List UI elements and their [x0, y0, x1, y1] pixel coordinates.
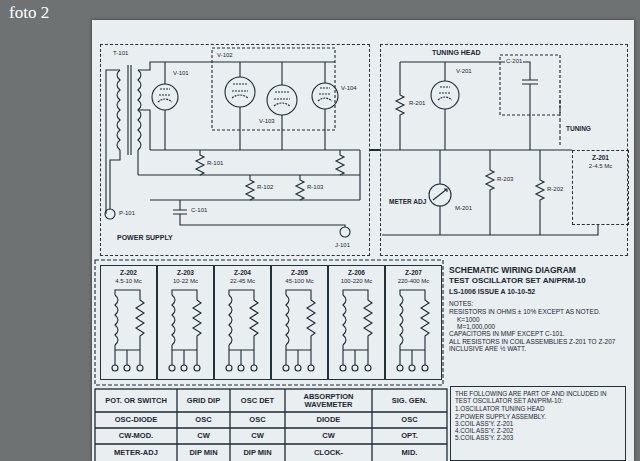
table-cell: DIODE: [286, 413, 371, 427]
component-ref: V-201: [455, 68, 473, 75]
coil-circuit: [283, 290, 315, 371]
tuning-head-circuit: [382, 55, 598, 235]
coil-circuit: [340, 290, 372, 371]
table-cell: OSC-DIODE: [96, 413, 176, 427]
coil-circuit: [112, 290, 144, 371]
table-cell: OPT.: [373, 429, 446, 443]
component-ref: R-101: [206, 160, 224, 167]
box-heading: Z-202: [101, 269, 156, 276]
component-ref: C-101: [190, 207, 208, 214]
coil-assembly-box: Z-207 220-400 Mc: [385, 265, 442, 380]
component-ref: C-201: [505, 58, 523, 65]
component-ref: R-103: [306, 184, 324, 191]
circuit-section-box: POWER SUPPLY: [100, 44, 370, 256]
box-heading: Z-205: [272, 269, 327, 276]
coil-assemblies: [95, 260, 443, 385]
box-heading: POWER SUPPLY: [116, 234, 174, 242]
control-label: TUNING: [565, 125, 592, 132]
table-header: ABSORPTION WAVEMETER: [286, 390, 371, 411]
component-ref: R-203: [496, 176, 514, 183]
table-cell: CW: [286, 429, 371, 443]
box-subtext: 45-100 Mc: [272, 278, 327, 285]
coil-assembly-box: Z-202 4.5-10 Mc: [100, 265, 157, 380]
coil-assembly-box: Z-203 10-22 Mc: [157, 265, 214, 380]
coil-assembly-box: Z-205 45-100 Mc: [271, 265, 328, 380]
table-cell: OSC: [373, 413, 446, 427]
table-cell: DIP MIN: [231, 445, 284, 460]
power-supply-circuit: [105, 48, 360, 237]
cable-connector: [370, 149, 380, 151]
table-cell: CW: [178, 429, 229, 443]
coil-circuit: [397, 290, 429, 371]
table-header: GRID DIP: [178, 390, 229, 411]
parts-list-item: 1.OSCILLATOR TUNING HEAD: [455, 405, 621, 412]
table-cell: OSC: [231, 413, 284, 427]
table-cell: CLOCK-: [286, 445, 371, 460]
coil-circuit: [226, 290, 258, 371]
note-text: RESISTORS IN OHMS ± 10% EXCEPT AS NOTED.: [448, 308, 628, 315]
parts-list-item: 3.COIL ASS'Y. Z-201: [455, 420, 621, 427]
parts-list-item: 5.COIL ASS'Y. Z-203: [455, 434, 621, 441]
note-text: TEST OSCILLATOR SET AN/PRM-10: [448, 277, 587, 286]
box-subtext: 2-4.5 Mc: [573, 163, 628, 170]
component-ref: V-102: [216, 52, 234, 59]
box-heading: Z-206: [329, 269, 384, 276]
component-ref: R-202: [546, 186, 564, 193]
box-heading: Z-204: [215, 269, 270, 276]
parts-list-item: 2.POWER SUPPLY ASSEMBLY.: [455, 413, 621, 420]
component-ref: V-101: [172, 70, 190, 77]
component-ref: M-201: [454, 205, 473, 212]
box-heading: Z-207: [386, 269, 441, 276]
table-header: OSC DET: [231, 390, 284, 411]
photo-caption: foto 2: [8, 4, 50, 23]
box-heading: TUNING HEAD: [431, 49, 482, 57]
note-text: LS-1006 ISSUE A 10-10-52: [448, 288, 536, 296]
table-cell: DIP MIN: [178, 445, 229, 460]
box-subtext: 100-220 Mc: [329, 278, 384, 285]
diagram-title: SCHEMATIC WIRING DIAGRAM: [448, 266, 577, 275]
table-cell: OSC: [178, 413, 229, 427]
circuit-section-box: TUNING HEAD Z-201 2-4.5 Mc: [380, 44, 628, 256]
box-heading: Z-201: [573, 154, 628, 161]
component-ref: P-101: [118, 210, 136, 217]
box-subtext: 22-45 Mc: [215, 278, 270, 285]
component-ref: T-101: [112, 50, 129, 57]
component-ref: R-102: [256, 184, 274, 191]
control-label: METER ADJ: [388, 198, 427, 205]
note-text: CAPACITORS IN MMF EXCEPT C-101.: [448, 330, 628, 337]
table-cell: CW: [231, 429, 284, 443]
component-ref: V-103: [258, 118, 276, 125]
coil-assembly-box: Z-201 2-4.5 Mc: [572, 150, 629, 225]
parts-list-box: THE FOLLOWING ARE PART OF AND INCLUDED I…: [450, 386, 626, 461]
table-header: POT. OR SWITCH: [96, 390, 176, 411]
parts-list-heading: THE FOLLOWING ARE PART OF AND INCLUDED I…: [455, 390, 621, 404]
table-cell: CW-MOD.: [96, 429, 176, 443]
parts-list-item: 4.COIL ASS'Y. Z-202: [455, 427, 621, 434]
component-ref: V-104: [340, 85, 358, 92]
table-cell: METER-ADJ: [96, 445, 176, 460]
component-ref: R-201: [408, 100, 426, 107]
coil-assembly-box: Z-204 22-45 Mc: [214, 265, 271, 380]
component-ref: J-101: [334, 242, 351, 249]
coil-circuit: [169, 290, 201, 371]
box-subtext: 220-400 Mc: [386, 278, 441, 285]
box-heading: Z-203: [158, 269, 213, 276]
coil-assembly-box: Z-206 100-220 Mc: [328, 265, 385, 380]
switch-table-grid: [95, 389, 447, 461]
table-header: SIG. GEN.: [373, 390, 446, 411]
note-text: ALL RESISTORS IN COIL ASSEMBLIES Z-201 T…: [448, 338, 626, 352]
box-subtext: 4.5-10 Mc: [101, 278, 156, 285]
box-subtext: 10-22 Mc: [158, 278, 213, 285]
note-text: NOTES:: [448, 300, 474, 307]
table-cell: MID.: [373, 445, 446, 460]
